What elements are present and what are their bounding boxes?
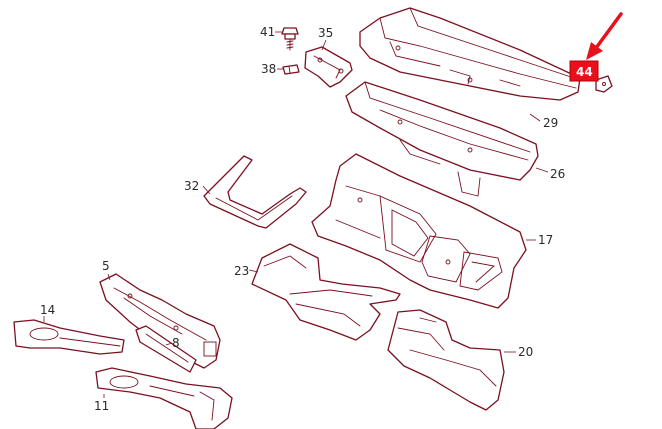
callout-5: 5: [102, 259, 110, 273]
leader-5: [107, 273, 111, 281]
callout-41: 41: [260, 25, 275, 39]
callout-38: 38: [261, 62, 276, 76]
part-20-wheelhouse[interactable]: [387, 309, 505, 411]
part-35-bracket[interactable]: [304, 46, 353, 88]
callout-44: 44: [576, 65, 593, 79]
part-32-frame[interactable]: [203, 155, 307, 229]
part-26-cross-member[interactable]: [345, 81, 539, 197]
part-17-firewall[interactable]: [311, 153, 527, 309]
leader-35: [321, 39, 327, 51]
part-44-end-bracket[interactable]: [595, 75, 613, 93]
callout-8: 8: [172, 336, 180, 350]
pointer-arrow-shaft: [594, 12, 623, 50]
leader-26: [535, 167, 549, 173]
part-29-cowl-cover[interactable]: [359, 7, 581, 101]
callout-32: 32: [184, 179, 199, 193]
callout-29: 29: [543, 116, 558, 130]
part-38-clip[interactable]: [282, 64, 300, 75]
part-8-strip[interactable]: [135, 325, 197, 373]
part-14-rail[interactable]: [13, 319, 125, 355]
leader-32: [202, 185, 211, 195]
highlight-callout-44[interactable]: 44: [569, 60, 599, 82]
part-11-rail[interactable]: [95, 367, 233, 429]
leader-29: [529, 113, 541, 122]
callout-26: 26: [550, 167, 565, 181]
callout-35: 35: [318, 26, 333, 40]
part-41-bolt[interactable]: [281, 27, 299, 51]
callout-11: 11: [94, 399, 109, 413]
callout-17: 17: [538, 233, 553, 247]
part-23-side-panel[interactable]: [251, 243, 401, 341]
callout-44-box: [569, 60, 599, 82]
callout-14: 14: [40, 303, 55, 317]
callout-20: 20: [518, 345, 533, 359]
callout-23: 23: [234, 264, 249, 278]
leader-8: [165, 342, 173, 346]
leader-23: [248, 269, 259, 273]
pointer-arrow-head: [586, 42, 603, 60]
part-5-bracket[interactable]: [99, 273, 221, 369]
